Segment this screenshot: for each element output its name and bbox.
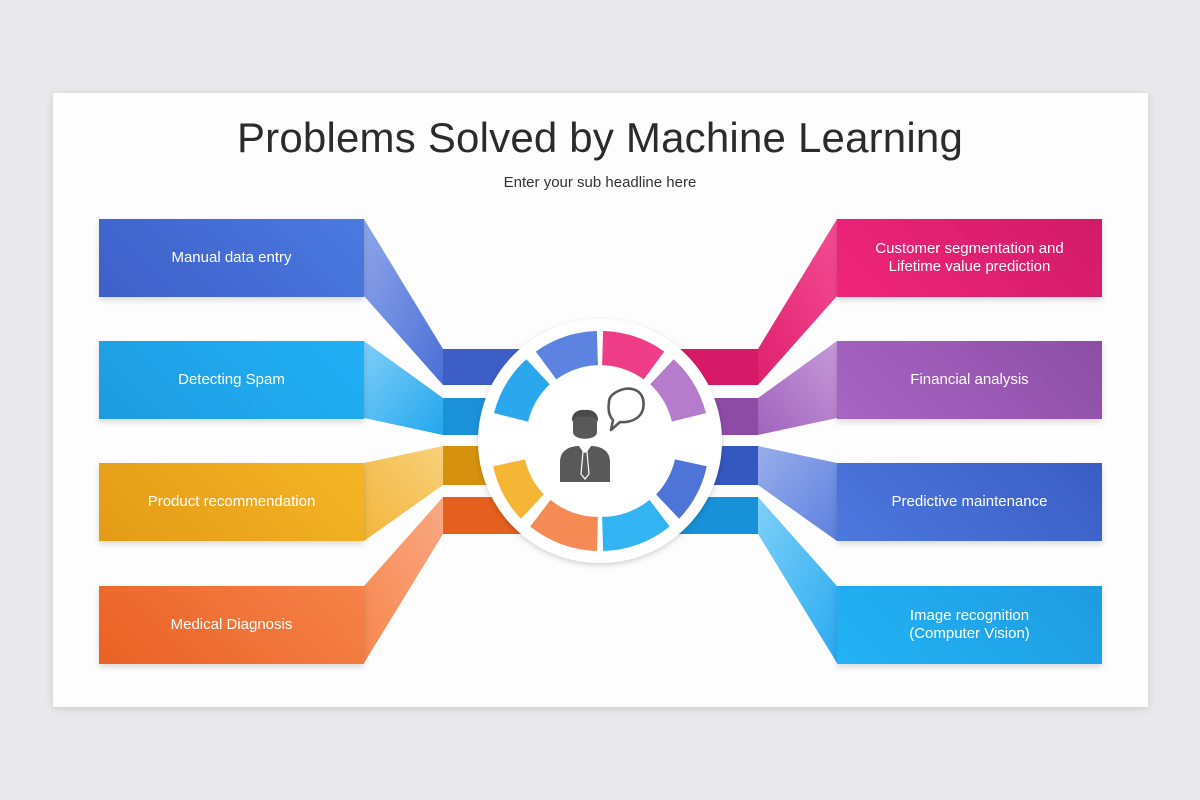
left-box-1: Manual data entry xyxy=(99,219,364,297)
right-box-1-label: Customer segmentation and Lifetime value… xyxy=(875,240,1064,275)
connector-left-4 xyxy=(364,497,443,663)
ring-segment-5 xyxy=(602,331,665,380)
connector-right-3 xyxy=(758,446,837,541)
left-box-2: Detecting Spam xyxy=(99,341,364,419)
right-box-4: Image recognition (Computer Vision) xyxy=(837,586,1102,664)
right-box-3: Predictive maintenance xyxy=(837,463,1102,541)
center-ring xyxy=(493,331,707,551)
ring-segment-8 xyxy=(602,499,670,551)
connector-left-1 xyxy=(364,219,443,385)
connector-right-2 xyxy=(758,341,837,435)
right-box-2-label: Financial analysis xyxy=(910,371,1029,388)
right-box-4-label: Image recognition (Computer Vision) xyxy=(909,607,1030,642)
ring-segment-6 xyxy=(650,359,706,422)
ring-segment-2 xyxy=(494,359,550,422)
left-box-4-label: Medical Diagnosis xyxy=(170,616,293,633)
left-box-3: Product recommendation xyxy=(99,463,364,541)
connector-left-3 xyxy=(364,446,443,541)
businessman-with-speech-bubble-icon xyxy=(560,387,645,482)
page-title: Problems Solved by Machine Learning xyxy=(236,114,964,161)
connector-right-4 xyxy=(758,497,837,663)
ring-inner xyxy=(530,371,670,511)
left-box-3-label: Product recommendation xyxy=(147,493,316,510)
ring-segment-1 xyxy=(535,331,598,380)
ring-segment-3 xyxy=(493,459,544,519)
connector-left-2 xyxy=(364,341,443,435)
right-connectors xyxy=(679,219,837,663)
page-subtitle: Enter your sub headline here xyxy=(503,174,697,191)
right-box-1: Customer segmentation and Lifetime value… xyxy=(837,219,1102,297)
connector-right-1 xyxy=(758,219,837,385)
ring-segment-7 xyxy=(656,459,707,519)
right-box-3-label: Predictive maintenance xyxy=(891,493,1048,510)
right-box-2: Financial analysis xyxy=(837,341,1102,419)
ring-segment-4 xyxy=(530,499,598,551)
left-box-4: Medical Diagnosis xyxy=(99,586,364,664)
left-box-1-label: Manual data entry xyxy=(171,249,292,266)
left-box-2-label: Detecting Spam xyxy=(178,371,285,388)
